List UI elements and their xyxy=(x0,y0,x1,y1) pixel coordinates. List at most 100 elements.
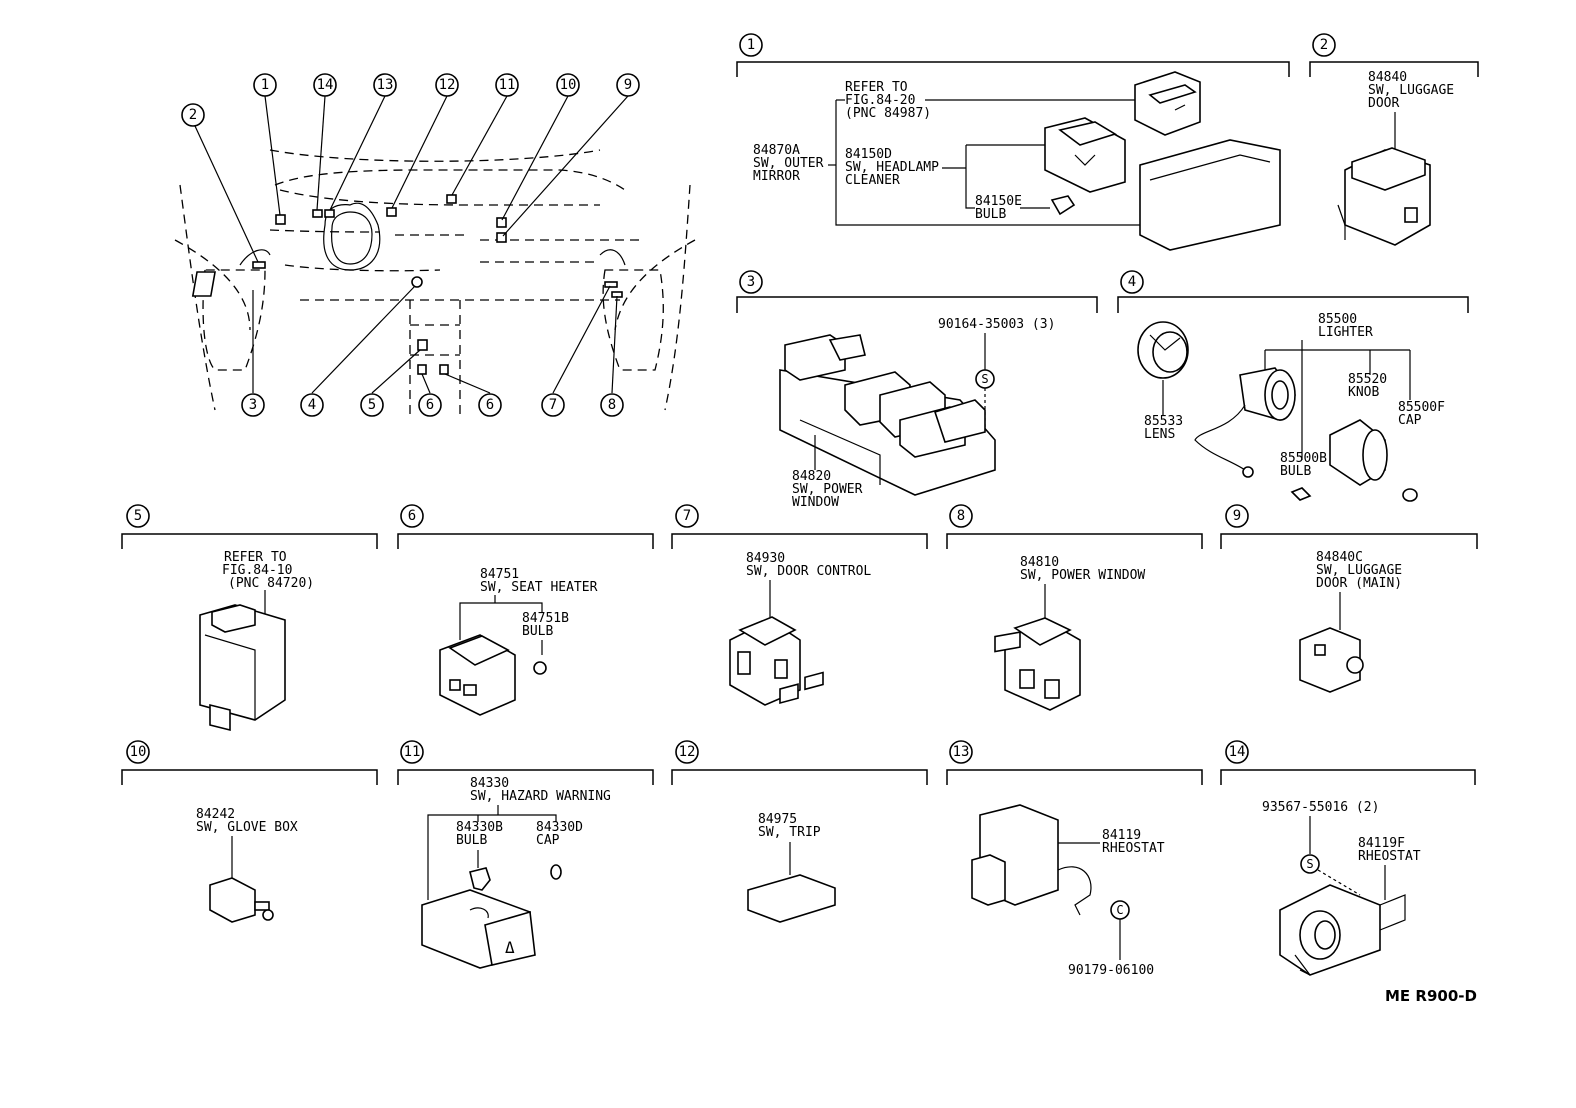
svg-text:CLEANER: CLEANER xyxy=(845,173,900,188)
part-93567-55016: 93567-55016 (2) xyxy=(1262,800,1379,815)
svg-text:SW, LUGGAGE: SW, LUGGAGE xyxy=(1368,83,1454,98)
overview-callout: 14 xyxy=(313,73,337,97)
svg-text:FIG.84-20: FIG.84-20 xyxy=(845,93,915,108)
svg-text:DOOR (MAIN): DOOR (MAIN) xyxy=(1316,576,1402,591)
svg-text:CAP: CAP xyxy=(536,833,560,848)
hazard-switch-icon: Δ xyxy=(421,889,536,969)
drawing-code: ME R900-D xyxy=(1385,987,1477,1005)
dashboard-overview: 1 14 13 12 11 10 9 2 3 4 5 6 6 7 8 xyxy=(174,73,696,420)
svg-text:85500: 85500 xyxy=(1318,312,1357,327)
section-1: 1 REFER TO FIG.84-20 (PNC 84987) 84870A … xyxy=(736,33,1290,251)
svg-text:5: 5 xyxy=(368,397,376,413)
part-85520: 85520 KNOB xyxy=(1348,372,1387,400)
svg-text:84330: 84330 xyxy=(470,776,509,791)
svg-text:84975: 84975 xyxy=(758,812,797,827)
svg-text:84930: 84930 xyxy=(746,551,785,566)
rheostat-icon xyxy=(1279,884,1406,976)
svg-text:84119: 84119 xyxy=(1102,828,1141,843)
svg-text:85520: 85520 xyxy=(1348,372,1387,387)
section-9: 9 84840C SW, LUGGAGE DOOR (MAIN) xyxy=(1220,504,1478,693)
section-number: 9 xyxy=(1233,508,1241,524)
section-6: 6 84751 SW, SEAT HEATER 84751B BULB xyxy=(397,504,654,716)
svg-text:84150E: 84150E xyxy=(975,194,1022,209)
svg-text:(PNC 84987): (PNC 84987) xyxy=(845,106,931,121)
section-8: 8 84810 SW, POWER WINDOW xyxy=(946,504,1203,711)
overview-callout: 9 xyxy=(616,73,640,97)
refer-to-label: REFER TO FIG.84-10 (PNC 84720) xyxy=(222,550,314,591)
svg-text:SW, OUTER: SW, OUTER xyxy=(753,156,824,171)
part-84330d: 84330D CAP xyxy=(536,820,583,848)
switch-module-icon xyxy=(199,604,286,732)
svg-text:90179-06100: 90179-06100 xyxy=(1068,963,1154,978)
svg-text:S: S xyxy=(1306,857,1313,871)
svg-text:SW, GLOVE BOX: SW, GLOVE BOX xyxy=(196,820,298,835)
svg-text:FIG.84-10: FIG.84-10 xyxy=(222,563,292,578)
section-number: 2 xyxy=(1320,37,1328,53)
svg-text:DOOR: DOOR xyxy=(1368,96,1399,111)
glove-box-switch-icon xyxy=(209,877,274,923)
lighter-socket-icon xyxy=(1194,367,1296,478)
section-number: 13 xyxy=(953,744,970,760)
svg-text:2: 2 xyxy=(189,107,197,123)
bulb-icon xyxy=(469,867,491,891)
overview-callout: 12 xyxy=(435,73,459,97)
svg-text:85533: 85533 xyxy=(1144,414,1183,429)
svg-text:84751B: 84751B xyxy=(522,611,569,626)
section-14: 14 93567-55016 (2) S 84119F RHEOSTAT xyxy=(1220,740,1476,976)
svg-text:84330D: 84330D xyxy=(536,820,583,835)
svg-text:RHEOSTAT: RHEOSTAT xyxy=(1102,841,1165,856)
part-90164-35003: 90164-35003 (3) xyxy=(938,317,1055,332)
svg-text:84840C: 84840C xyxy=(1316,550,1363,565)
svg-text:84242: 84242 xyxy=(196,807,235,822)
bulb-icon xyxy=(1050,195,1076,216)
svg-text:KNOB: KNOB xyxy=(1348,385,1379,400)
part-84119: 84119 RHEOSTAT xyxy=(1102,828,1165,856)
svg-text:6: 6 xyxy=(426,397,434,413)
svg-text:7: 7 xyxy=(549,397,557,413)
overview-callout: 2 xyxy=(181,103,205,127)
overview-callout: 6 xyxy=(418,393,442,417)
section-number: 1 xyxy=(747,37,755,53)
luggage-door-switch-icon xyxy=(1337,147,1431,246)
part-84810: 84810 SW, POWER WINDOW xyxy=(1020,555,1145,583)
svg-text:BULB: BULB xyxy=(975,207,1006,222)
outer-mirror-switch-icon xyxy=(1134,71,1201,136)
section-number: 3 xyxy=(747,274,755,290)
overview-callout: 13 xyxy=(373,73,397,97)
svg-text:SW, HEADLAMP: SW, HEADLAMP xyxy=(845,160,939,175)
power-window-switch-icon xyxy=(1004,617,1081,711)
svg-text:1: 1 xyxy=(261,77,269,93)
part-90179-06100: 90179-06100 xyxy=(1068,963,1154,978)
svg-text:11: 11 xyxy=(499,77,516,93)
section-number: 4 xyxy=(1128,274,1136,290)
part-84870a: 84870A SW, OUTER MIRROR xyxy=(753,143,824,184)
svg-text:RHEOSTAT: RHEOSTAT xyxy=(1358,849,1421,864)
overview-callout: 7 xyxy=(541,393,565,417)
part-85500b: 85500B BULB xyxy=(1280,451,1327,479)
cap-icon xyxy=(550,864,562,880)
section-number: 7 xyxy=(683,508,691,524)
section-13: 13 84119 RHEOSTAT C 90179-06100 xyxy=(946,631,1203,978)
svg-text:S: S xyxy=(981,372,988,386)
part-84751b: 84751B BULB xyxy=(522,611,569,639)
section-11: 11 84330 SW, HAZARD WARNING 84330B BULB … xyxy=(397,740,654,969)
part-84840c: 84840C SW, LUGGAGE DOOR (MAIN) xyxy=(1316,550,1402,591)
svg-text:85500B: 85500B xyxy=(1280,451,1327,466)
svg-text:10: 10 xyxy=(560,77,577,93)
lens-icon xyxy=(1137,321,1189,379)
section-5: 5 REFER TO FIG.84-10 (PNC 84720) xyxy=(121,504,378,732)
seat-heater-switch-icon xyxy=(439,634,516,716)
svg-text:SW, POWER: SW, POWER xyxy=(792,482,863,497)
refer-to-label: REFER TO FIG.84-20 (PNC 84987) xyxy=(845,80,931,121)
svg-text:SW, LUGGAGE: SW, LUGGAGE xyxy=(1316,563,1402,578)
svg-text:84840: 84840 xyxy=(1368,70,1407,85)
section-number: 5 xyxy=(134,508,142,524)
overview-callout: 11 xyxy=(495,73,519,97)
section-number: 12 xyxy=(679,744,696,760)
section-2: 2 84840 SW, LUGGAGE DOOR xyxy=(1309,33,1479,246)
overview-callout: 1 xyxy=(253,73,277,97)
svg-text:SW, SEAT HEATER: SW, SEAT HEATER xyxy=(480,580,598,595)
section-number: 14 xyxy=(1229,744,1246,760)
overview-callout: 8 xyxy=(600,393,624,417)
